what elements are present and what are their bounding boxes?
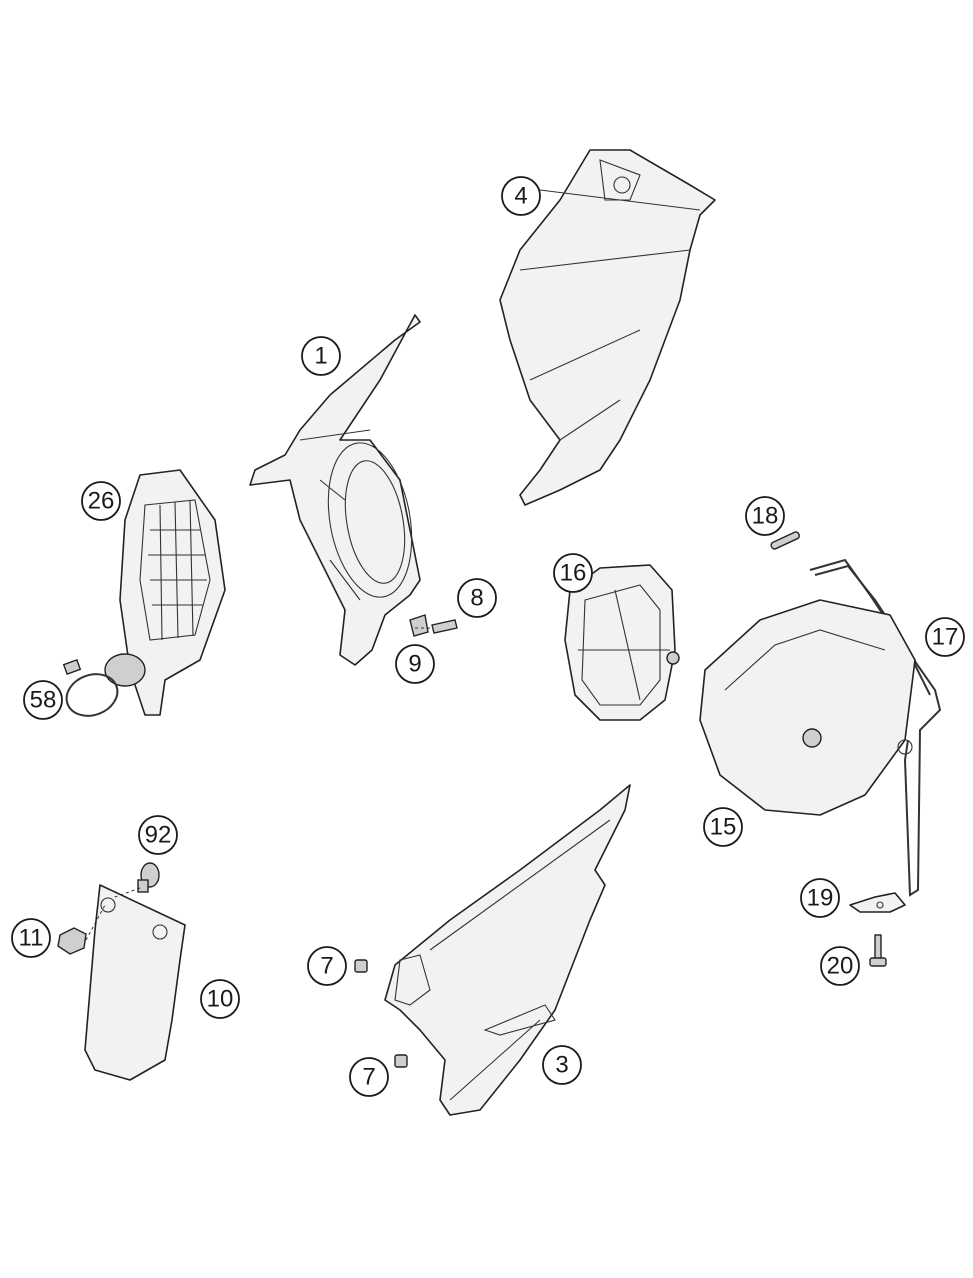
part-19-bracket (849, 892, 906, 913)
part-92-grommet (137, 862, 160, 893)
callout-15: 15 (703, 807, 743, 847)
callout-7-upper: 7 (307, 946, 347, 986)
callout-58-label: 58 (30, 687, 57, 714)
callout-10-label: 10 (207, 986, 234, 1013)
callout-19-label: 19 (807, 885, 834, 912)
callout-8-label: 8 (470, 585, 483, 612)
callout-26: 26 (81, 481, 121, 521)
part-9-clip (409, 614, 429, 637)
part-1-airbox-frame (249, 314, 421, 666)
callout-11: 11 (11, 918, 51, 958)
callout-10: 10 (200, 979, 240, 1019)
callout-4: 4 (501, 176, 541, 216)
callout-16: 16 (553, 553, 593, 593)
callout-58: 58 (23, 680, 63, 720)
leader-lines (85, 627, 432, 941)
callout-8: 8 (457, 578, 497, 618)
part-4-airbox-upper (499, 149, 716, 506)
callout-18: 18 (745, 496, 785, 536)
callout-92-label: 92 (145, 822, 172, 849)
part-10-mud-flap (84, 884, 186, 1081)
callout-20-label: 20 (827, 953, 854, 980)
part-20-screw (869, 934, 887, 967)
callout-17: 17 (925, 617, 965, 657)
part-58-hose-clamp (62, 659, 119, 717)
part-15-filter-element (699, 599, 916, 816)
callout-4-label: 4 (514, 183, 527, 210)
callout-16-label: 16 (560, 560, 587, 587)
callout-3-label: 3 (555, 1052, 568, 1079)
part-8-screw (431, 619, 458, 634)
callout-92: 92 (138, 815, 178, 855)
callout-17-label: 17 (932, 624, 959, 651)
callout-11-label: 11 (19, 925, 44, 952)
callout-7-lower: 7 (349, 1057, 389, 1097)
callout-9-label: 9 (408, 651, 421, 678)
part-11-nut (57, 927, 87, 955)
callout-1-label: 1 (314, 343, 327, 370)
callout-19: 19 (800, 878, 840, 918)
callout-7-lower-label: 7 (362, 1064, 375, 1091)
callout-20: 20 (820, 946, 860, 986)
callout-18-label: 18 (752, 503, 779, 530)
callout-9: 9 (395, 644, 435, 684)
callout-15-label: 15 (710, 814, 737, 841)
part-3-side-cover (384, 784, 631, 1116)
callout-1: 1 (301, 336, 341, 376)
part-26-air-filter (104, 469, 226, 716)
callout-26-label: 26 (88, 488, 115, 515)
part-7-fastener-lower (394, 1054, 408, 1068)
part-16-filter-cage (564, 564, 680, 721)
part-7-fastener-upper (354, 959, 368, 973)
callout-3: 3 (542, 1045, 582, 1085)
part-18-pin (770, 531, 800, 550)
callout-7-upper-label: 7 (320, 953, 333, 980)
